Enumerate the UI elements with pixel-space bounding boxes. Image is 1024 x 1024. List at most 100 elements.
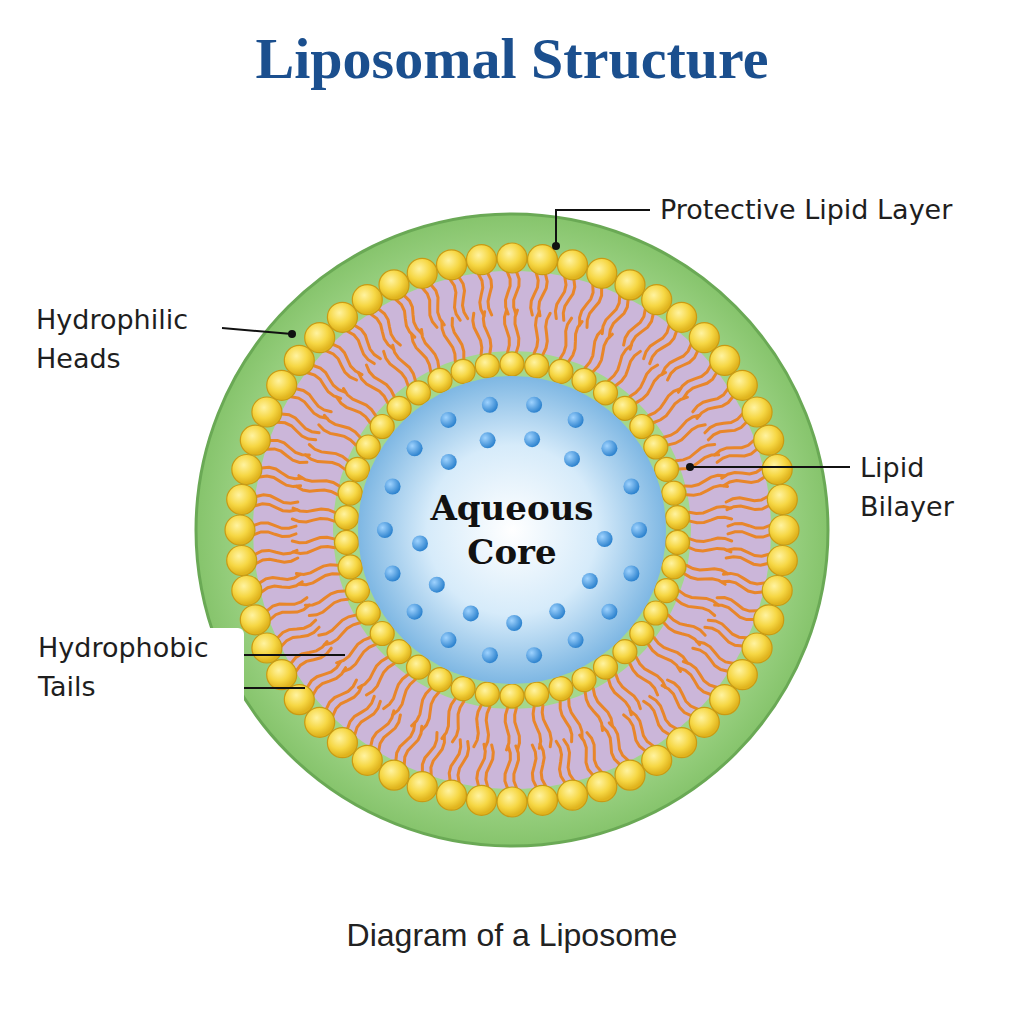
- hydrophobic-tail: [726, 557, 768, 566]
- hydrophilic-head: [644, 601, 668, 625]
- hydrophilic-head: [762, 455, 792, 485]
- hydrophilic-head: [284, 685, 314, 715]
- hydrophilic-head: [407, 258, 437, 288]
- water-droplet: [623, 479, 639, 495]
- hydrophilic-head: [387, 640, 411, 664]
- water-droplet: [441, 454, 457, 470]
- hydrophobic-tail: [722, 581, 763, 593]
- leader-dot: [686, 463, 694, 471]
- hydrophilic-head: [352, 285, 382, 315]
- hydrophobic-tail: [624, 715, 646, 751]
- hydrophobic-tail: [715, 605, 754, 620]
- hydrophilic-head: [710, 685, 740, 715]
- hydrophilic-head: [252, 633, 282, 663]
- caption-rule: [170, 967, 854, 969]
- water-droplet: [441, 632, 457, 648]
- hydrophobic-tail: [296, 486, 337, 494]
- hydrophobic-tail: [723, 477, 764, 486]
- hydrophobic-tail: [293, 508, 335, 512]
- hydrophobic-tail: [668, 425, 705, 445]
- hydrophobic-tail: [452, 318, 464, 358]
- bilayer-interior: [293, 311, 731, 749]
- hydrophobic-tail: [602, 726, 620, 764]
- hydrophobic-tail: [505, 310, 510, 352]
- hydrophobic-tail: [485, 707, 490, 749]
- hydrophobic-tail: [593, 688, 612, 725]
- leader-line: [690, 466, 850, 468]
- hydrophilic-head: [227, 485, 257, 515]
- hydrophobic-tail: [431, 285, 444, 325]
- hydrophobic-tail: [514, 746, 519, 788]
- hydrophilic-head: [587, 772, 617, 802]
- hydrophobic-tail: [697, 397, 733, 419]
- hydrophilic-head: [305, 707, 335, 737]
- hydrophobic-tail: [630, 314, 653, 349]
- hydrophobic-tail: [534, 312, 539, 354]
- hydrophobic-tail: [662, 686, 691, 716]
- hydrophilic-head: [754, 605, 784, 635]
- hydrophilic-head: [525, 682, 549, 706]
- caption-rule: [170, 904, 854, 906]
- hydrophobic-tail: [636, 373, 665, 403]
- hydrophobic-tail: [355, 325, 381, 358]
- hydrophobic-tail: [473, 313, 482, 354]
- hydrophobic-tail: [255, 504, 297, 512]
- hydrophobic-tail: [630, 664, 658, 696]
- hydrophilic-head: [549, 677, 573, 701]
- hydrophobic-tail: [255, 550, 297, 554]
- hydrophobic-tail: [326, 680, 356, 709]
- hydrophobic-tail: [267, 598, 307, 611]
- hydrophilic-head: [305, 323, 335, 353]
- hydrophobic-tail: [270, 440, 309, 455]
- hydrophobic-tail: [452, 701, 463, 741]
- hydrophilic-head: [528, 245, 558, 275]
- hydrophobic-tail: [685, 574, 726, 584]
- hydrophobic-tail: [262, 582, 303, 592]
- water-droplet: [412, 535, 428, 551]
- hydrophilic-head: [232, 455, 262, 485]
- water-droplet: [526, 397, 542, 413]
- hydrophilic-head: [370, 415, 394, 439]
- hydrophilic-head: [346, 579, 370, 603]
- hydrophilic-head: [689, 707, 719, 737]
- hydrophobic-tail: [664, 623, 700, 645]
- hydrophobic-tail: [708, 422, 746, 440]
- hydrophilic-head: [615, 760, 645, 790]
- hydrophobic-tail: [379, 309, 401, 345]
- water-droplet: [480, 432, 496, 448]
- protective-layer: [196, 214, 828, 846]
- water-droplet: [601, 440, 617, 456]
- hydrophobic-tail: [333, 344, 362, 374]
- hydrophobic-tail: [371, 711, 394, 746]
- hydrophobic-tail: [533, 707, 541, 749]
- hydrophobic-tail: [542, 705, 551, 746]
- hydrophobic-tail: [587, 733, 602, 772]
- hydrophobic-tail: [384, 675, 409, 709]
- water-droplet: [568, 632, 584, 648]
- hydrophobic-tail: [291, 642, 327, 664]
- part-label: Lipid Bilayer: [860, 448, 1010, 526]
- hydrophilic-head: [407, 772, 437, 802]
- hydrophilic-head: [525, 354, 549, 378]
- hydrophobic-tail: [580, 735, 593, 775]
- hydrophilic-head: [407, 381, 431, 405]
- hydrophilic-head: [335, 530, 359, 554]
- hydrophobic-tail: [324, 415, 360, 437]
- hydrophilic-head: [451, 359, 475, 383]
- hydrophobic-tail: [393, 345, 416, 380]
- hydrophobic-tail: [505, 708, 509, 750]
- water-droplet: [440, 412, 456, 428]
- diagram-caption: Diagram of a Liposome: [0, 914, 1024, 956]
- hydrophilic-head: [662, 481, 686, 505]
- hydrophobic-tail: [587, 288, 602, 327]
- hydrophobic-tail: [292, 537, 334, 543]
- hydrophobic-tail: [404, 296, 422, 334]
- hydrophilic-head: [767, 546, 797, 576]
- leader-line: [222, 328, 292, 334]
- hydrophobic-tail: [449, 740, 461, 781]
- hydrophilic-head: [227, 546, 257, 576]
- hydrophobic-tail: [644, 701, 670, 734]
- water-droplet: [564, 451, 580, 467]
- hydrophobic-tail: [616, 351, 641, 385]
- water-droplet: [582, 573, 598, 589]
